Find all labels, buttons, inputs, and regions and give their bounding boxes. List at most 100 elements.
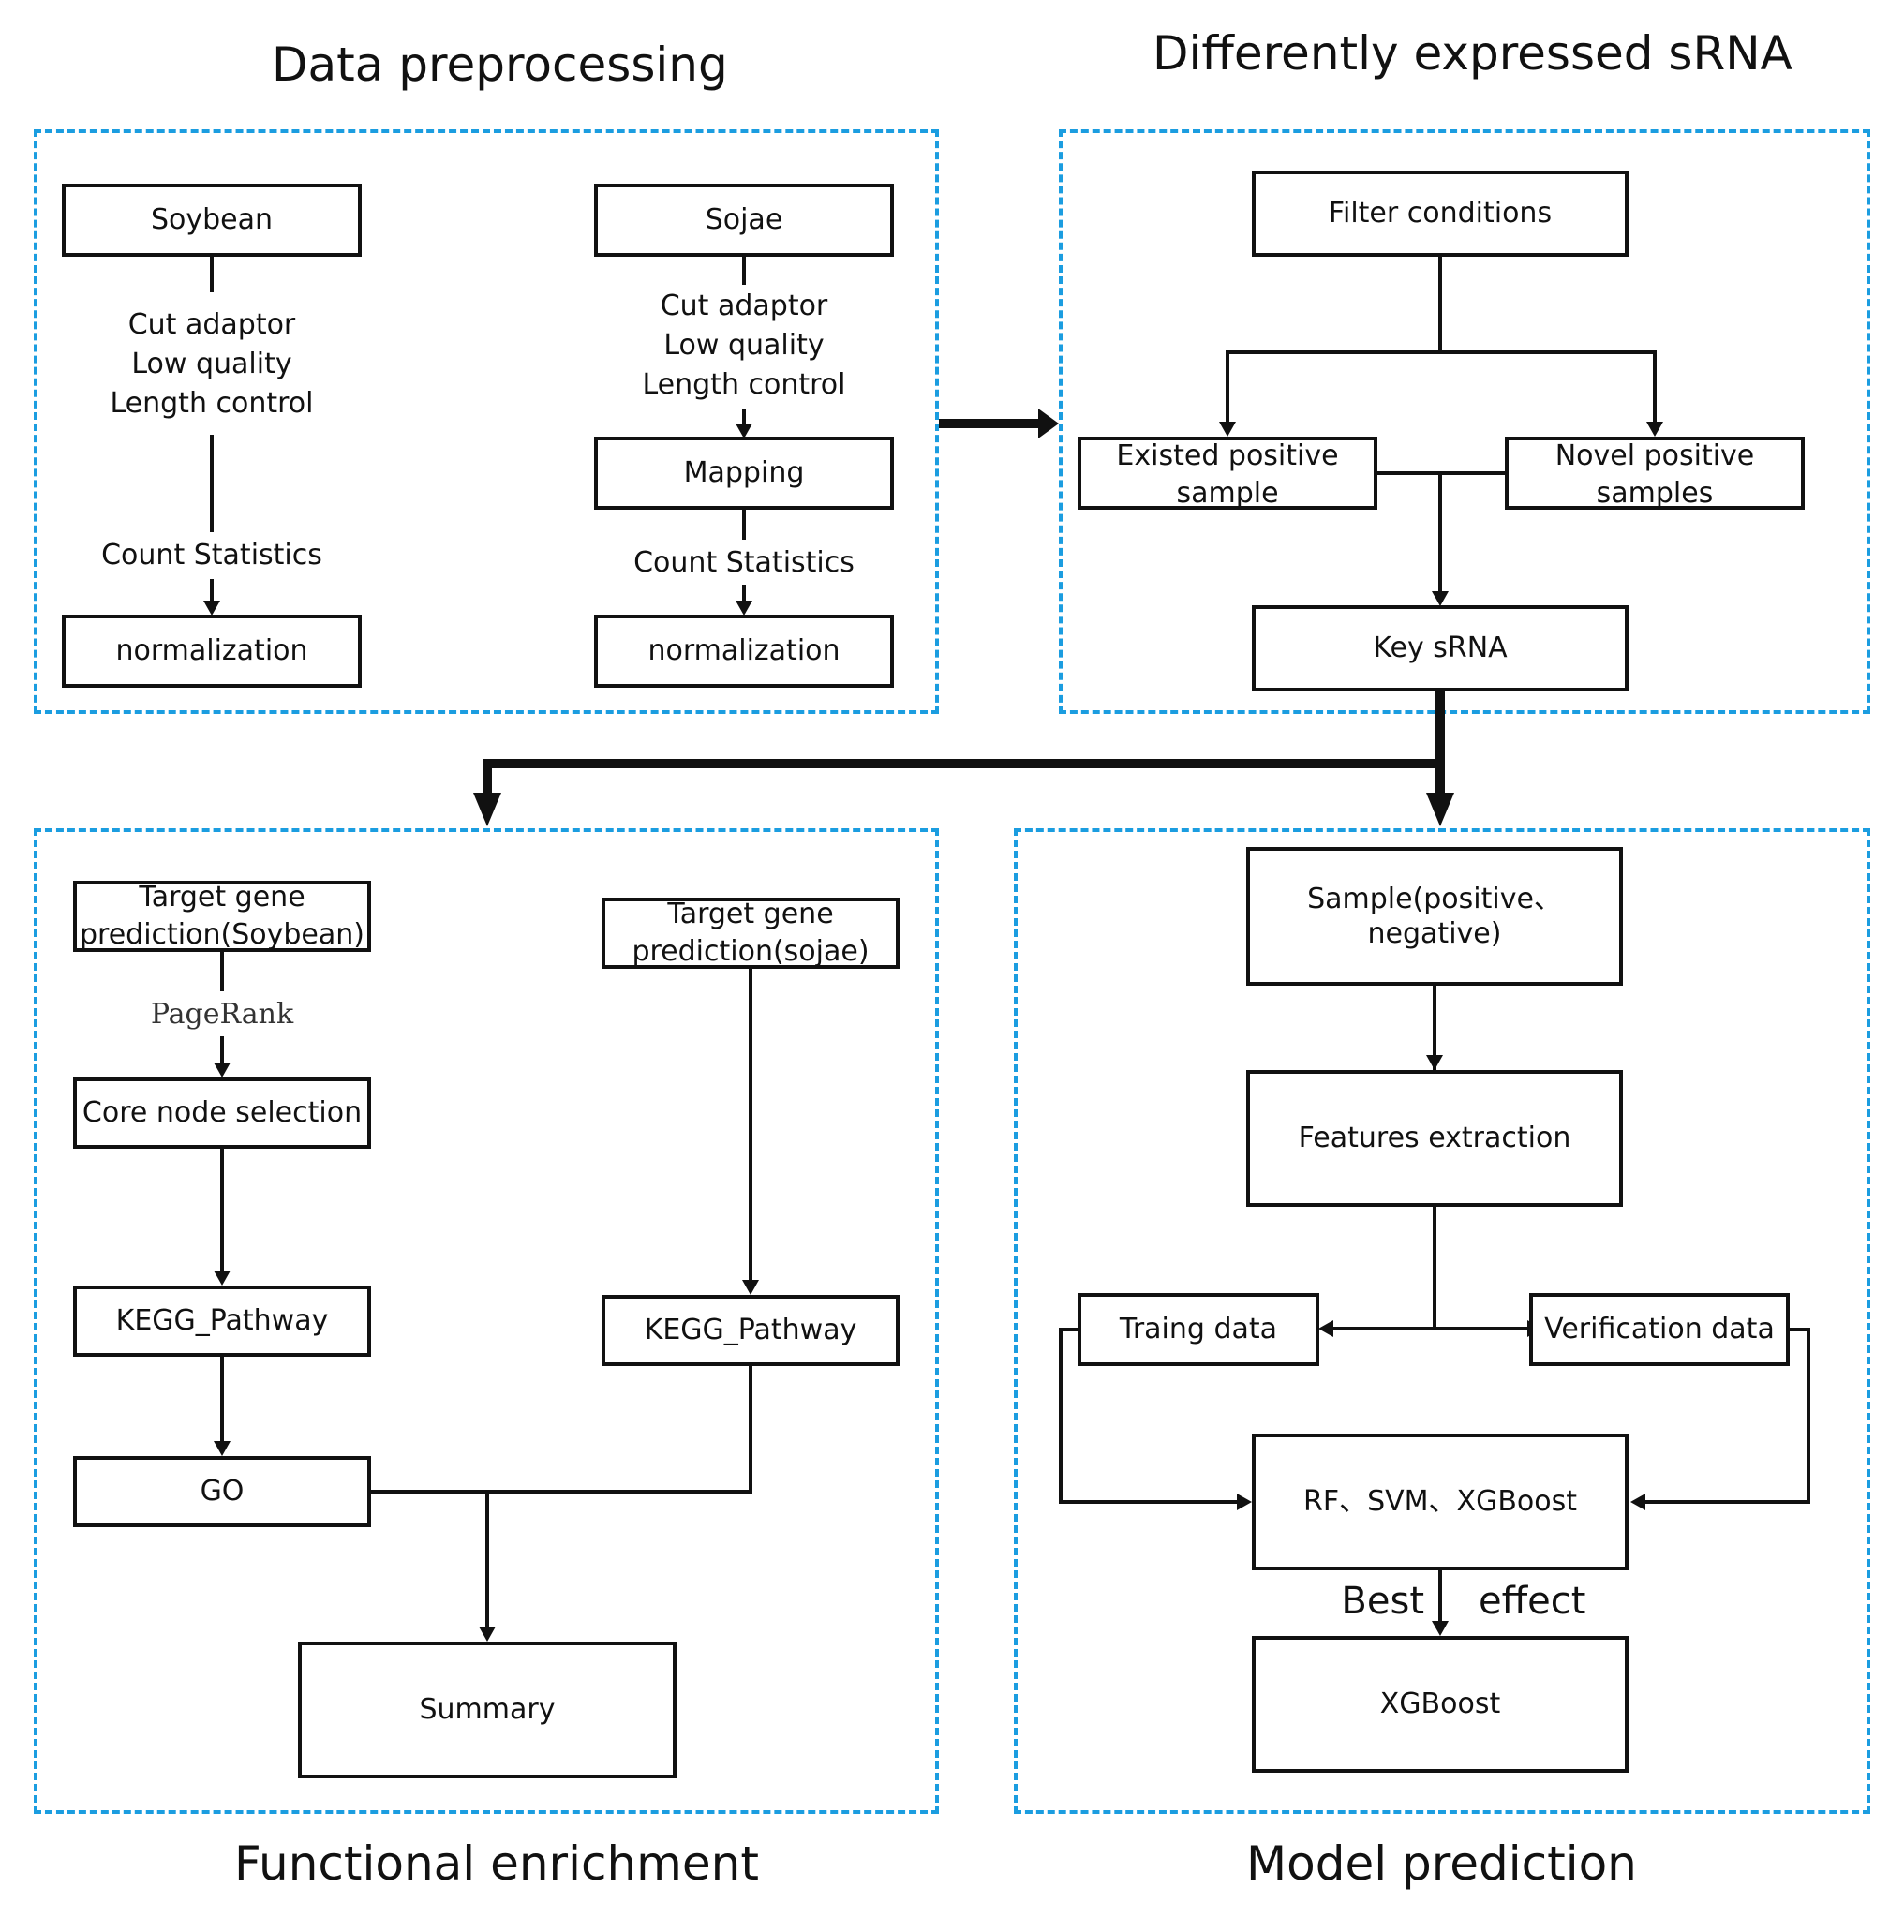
box-target-gene-soybean: Target gene prediction(Soybean) xyxy=(73,881,371,952)
connector-sojae-count xyxy=(742,510,746,540)
arrow-head-core-node xyxy=(214,1063,231,1077)
kegg-pathway-sojae-label: KEGG_Pathway xyxy=(644,1314,857,1347)
sojae-mapping-label: Mapping xyxy=(683,456,805,490)
connector-verification-right xyxy=(1788,1328,1810,1331)
connector-training-to-models xyxy=(1059,1500,1239,1504)
effect-label: effect xyxy=(1479,1580,1586,1623)
best-label: Best xyxy=(1341,1580,1424,1623)
existed-positive-sample-label: Existed positive sample xyxy=(1116,439,1339,510)
soybean-step-cut-adaptor: Cut adaptor xyxy=(127,308,296,341)
box-sample: Sample(positive、negative) xyxy=(1246,847,1623,986)
soybean-steps: Cut adaptor Low quality Length control xyxy=(62,305,362,424)
box-summary: Summary xyxy=(298,1642,677,1778)
connector-training-left xyxy=(1059,1328,1079,1331)
connector-branch-novel xyxy=(1653,350,1657,422)
arrow-head-to-model xyxy=(1426,793,1454,826)
connector-kegg-go xyxy=(220,1357,224,1443)
connector-verification-to-models xyxy=(1644,1500,1810,1504)
arrow-preprocessing-to-expressed xyxy=(939,419,1042,428)
box-features-extraction: Features extraction xyxy=(1246,1070,1623,1207)
sojae-step-low-quality: Low quality xyxy=(663,329,825,362)
box-training-data: Traing data xyxy=(1078,1293,1319,1366)
key-srna-label: Key sRNA xyxy=(1373,632,1508,665)
box-sojae-normalization: normalization xyxy=(594,615,894,688)
box-soybean: Soybean xyxy=(62,184,362,257)
sojae-step-length-control: Length control xyxy=(642,368,846,401)
soybean-step-low-quality: Low quality xyxy=(131,348,292,380)
sojae-normalization-label: normalization xyxy=(647,634,840,668)
panel-differently-expressed-srna xyxy=(1059,129,1870,714)
connector-go-to-summary xyxy=(371,1490,752,1494)
connector-branch-existed xyxy=(1226,350,1229,422)
rf-svm-xgboost-label: RF、SVM、XGBoost xyxy=(1302,1485,1578,1519)
arrow-head-preprocessing-to-expressed xyxy=(1038,409,1059,438)
connector-merge-to-key xyxy=(1438,473,1442,591)
arrow-head-features xyxy=(1426,1055,1443,1070)
go-label: GO xyxy=(200,1475,245,1508)
novel-positive-samples-label: Novel positive samples xyxy=(1554,439,1755,510)
connector-kegg-sojae-down xyxy=(749,1366,752,1494)
box-soybean-normalization: normalization xyxy=(62,615,362,688)
connector-filter-down xyxy=(1438,257,1442,352)
arrow-head-training-to-models xyxy=(1237,1494,1252,1510)
arrow-head-kegg-soybean xyxy=(214,1271,231,1286)
title-differently-expressed-srna: Differently expressed sRNA xyxy=(1153,26,1792,81)
connector-pagerank-core xyxy=(220,1036,224,1064)
connector-soybean-count xyxy=(210,435,214,532)
connector-features-split xyxy=(1433,1207,1436,1329)
connector-sojae-normalization xyxy=(742,585,746,602)
arrow-head-go xyxy=(214,1441,231,1456)
arrow-head-to-functional xyxy=(473,793,501,826)
box-sojae: Sojae xyxy=(594,184,894,257)
sojae-step-cut-adaptor: Cut adaptor xyxy=(660,290,828,322)
target-gene-soybean-label: Target gene prediction(Soybean) xyxy=(80,881,364,951)
core-node-selection-label: Core node selection xyxy=(82,1096,363,1130)
box-sojae-mapping: Mapping xyxy=(594,437,894,510)
connector-soybean-target-pagerank xyxy=(220,952,224,991)
box-filter-conditions: Filter conditions xyxy=(1252,171,1629,257)
connector-filter-branch xyxy=(1226,350,1657,354)
pagerank-label: PageRank xyxy=(150,998,294,1031)
sojae-count-statistics: Count Statistics xyxy=(633,546,855,579)
arrow-head-final xyxy=(1432,1621,1449,1636)
connector-to-functional xyxy=(483,759,492,806)
connector-soybean-steps xyxy=(210,257,214,292)
connector-core-kegg xyxy=(220,1149,224,1272)
box-kegg-pathway-sojae: KEGG_Pathway xyxy=(602,1295,900,1366)
connector-sojae-target-kegg xyxy=(749,969,752,1282)
box-xgboost: XGBoost xyxy=(1252,1636,1629,1773)
arrow-head-key-srna xyxy=(1432,591,1449,606)
connector-training-down xyxy=(1059,1328,1063,1504)
box-key-srna: Key sRNA xyxy=(1252,605,1629,691)
connector-summary-down xyxy=(485,1490,489,1628)
arrow-head-sojae-normalization xyxy=(736,601,752,616)
arrow-head-novel xyxy=(1646,422,1663,437)
panel-model-prediction xyxy=(1014,828,1870,1814)
arrow-head-training xyxy=(1318,1320,1333,1337)
box-core-node-selection: Core node selection xyxy=(73,1077,371,1149)
summary-label: Summary xyxy=(419,1693,556,1727)
connector-verification-down xyxy=(1807,1328,1810,1504)
connector-sample-features xyxy=(1433,986,1436,1070)
arrow-head-soybean-normalization xyxy=(203,601,220,616)
connector-soybean-normalization xyxy=(210,579,214,602)
connector-key-srna-horizontal xyxy=(483,759,1445,768)
sojae-steps: Cut adaptor Low quality Length control xyxy=(594,287,894,405)
soybean-label: Soybean xyxy=(150,203,274,237)
connector-sojae-steps xyxy=(742,257,746,285)
connector-sojae-mapping xyxy=(742,409,746,425)
soybean-normalization-label: normalization xyxy=(115,634,308,668)
connector-split-horizontal xyxy=(1332,1327,1527,1330)
arrow-head-kegg-sojae xyxy=(742,1280,759,1295)
box-target-gene-sojae: Target gene prediction(sojae) xyxy=(602,898,900,969)
box-novel-positive-samples: Novel positive samples xyxy=(1505,437,1805,510)
training-data-label: Traing data xyxy=(1119,1313,1278,1346)
soybean-step-length-control: Length control xyxy=(110,387,314,420)
arrow-head-sojae-mapping xyxy=(736,424,752,438)
box-verification-data: Verification data xyxy=(1529,1293,1790,1366)
arrow-head-summary xyxy=(479,1627,496,1642)
sojae-label: Sojae xyxy=(705,203,783,237)
soybean-count-statistics: Count Statistics xyxy=(101,539,322,572)
title-functional-enrichment: Functional enrichment xyxy=(234,1836,759,1891)
kegg-pathway-soybean-label: KEGG_Pathway xyxy=(115,1304,329,1338)
